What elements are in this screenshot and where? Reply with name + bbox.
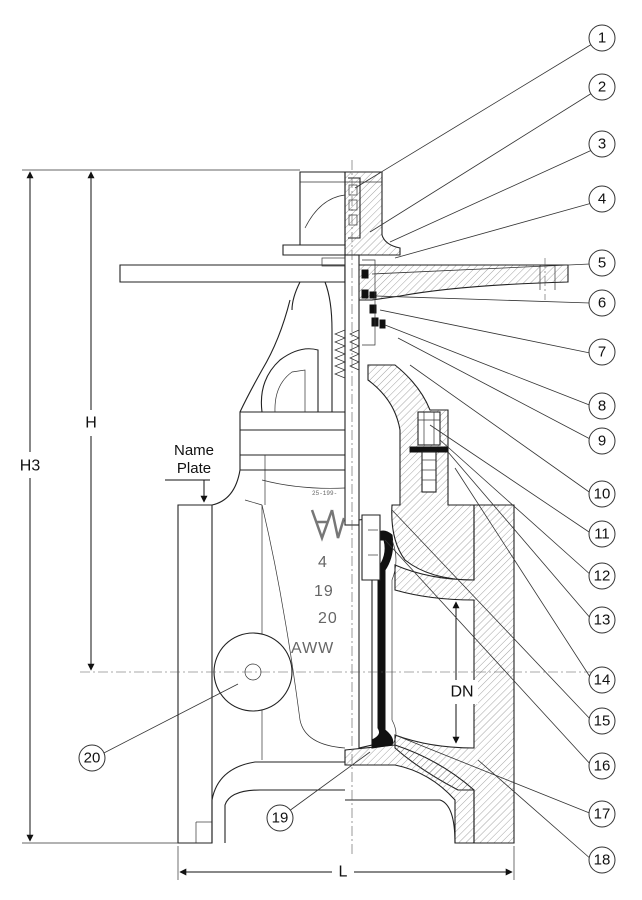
svg-text:2: 2 <box>598 79 606 96</box>
balloon-5: 5 <box>588 249 616 277</box>
svg-text:7: 7 <box>598 344 606 361</box>
balloon-16: 16 <box>588 752 616 780</box>
dimension-lines: H3 H L DN <box>12 169 515 884</box>
balloon-13: 13 <box>588 606 616 634</box>
logo-mark-icon <box>310 509 334 542</box>
name-plate-line1: Name <box>174 442 214 459</box>
balloon-10: 10 <box>588 480 616 508</box>
svg-text:5: 5 <box>598 255 606 272</box>
svg-text:11: 11 <box>594 526 610 543</box>
dim-l-label: L <box>339 864 348 881</box>
balloon-3: 3 <box>588 130 616 158</box>
balloon-9: 9 <box>588 427 616 455</box>
casting-small-text: 25-199- <box>312 490 337 497</box>
svg-text:19: 19 <box>272 810 289 827</box>
balloon-2: 2 <box>588 73 616 101</box>
balloon-1: 1 <box>588 24 616 52</box>
svg-text:16: 16 <box>594 758 611 775</box>
balloon-6: 6 <box>588 289 616 317</box>
svg-text:6: 6 <box>598 295 606 312</box>
balloon-4: 4 <box>588 185 616 213</box>
top-plate <box>119 258 569 301</box>
balloon-12: 12 <box>588 562 616 590</box>
svg-text:9: 9 <box>598 433 606 450</box>
balloon-19: 19 <box>266 804 294 832</box>
svg-text:15: 15 <box>594 713 611 730</box>
casting-text-line3: 20 <box>318 610 338 627</box>
svg-text:14: 14 <box>594 672 611 689</box>
svg-text:20: 20 <box>84 750 101 767</box>
centerlines <box>80 160 600 855</box>
balloon-18: 18 <box>588 846 616 874</box>
name-plate-line2: Plate <box>177 460 211 477</box>
svg-text:10: 10 <box>594 486 611 503</box>
part-balloons: 1 2 3 4 5 6 7 8 9 10 11 12 13 14 15 16 1… <box>78 24 616 874</box>
name-plate-label: Name Plate <box>165 442 214 503</box>
bonnet-bolt <box>409 411 449 493</box>
balloon-20: 20 <box>78 744 106 772</box>
operating-nut <box>282 171 401 256</box>
balloon-8: 8 <box>588 392 616 420</box>
svg-text:18: 18 <box>594 852 611 869</box>
casting-marks: 25-199- 4 19 20 AWW <box>291 490 346 657</box>
svg-text:1: 1 <box>598 30 606 47</box>
svg-text:12: 12 <box>594 568 611 585</box>
balloon-7: 7 <box>588 338 616 366</box>
svg-text:4: 4 <box>598 191 606 208</box>
casting-text-line2: 19 <box>314 583 334 600</box>
dim-h3-label: H3 <box>20 458 41 475</box>
casting-text-line1: 4 <box>318 554 328 571</box>
dim-h-label: H <box>85 415 97 432</box>
svg-text:13: 13 <box>594 612 611 629</box>
svg-text:8: 8 <box>598 398 606 415</box>
leader-lines <box>99 43 593 861</box>
balloon-11: 11 <box>588 520 616 548</box>
balloon-17: 17 <box>588 800 616 828</box>
svg-text:3: 3 <box>598 136 606 153</box>
casting-text-line4: AWW <box>291 640 334 657</box>
svg-text:17: 17 <box>594 806 611 823</box>
valve-body <box>177 281 515 844</box>
wedge <box>358 514 397 749</box>
balloon-14: 14 <box>588 666 616 694</box>
balloon-15: 15 <box>588 707 616 735</box>
dim-dn-label: DN <box>450 684 473 701</box>
